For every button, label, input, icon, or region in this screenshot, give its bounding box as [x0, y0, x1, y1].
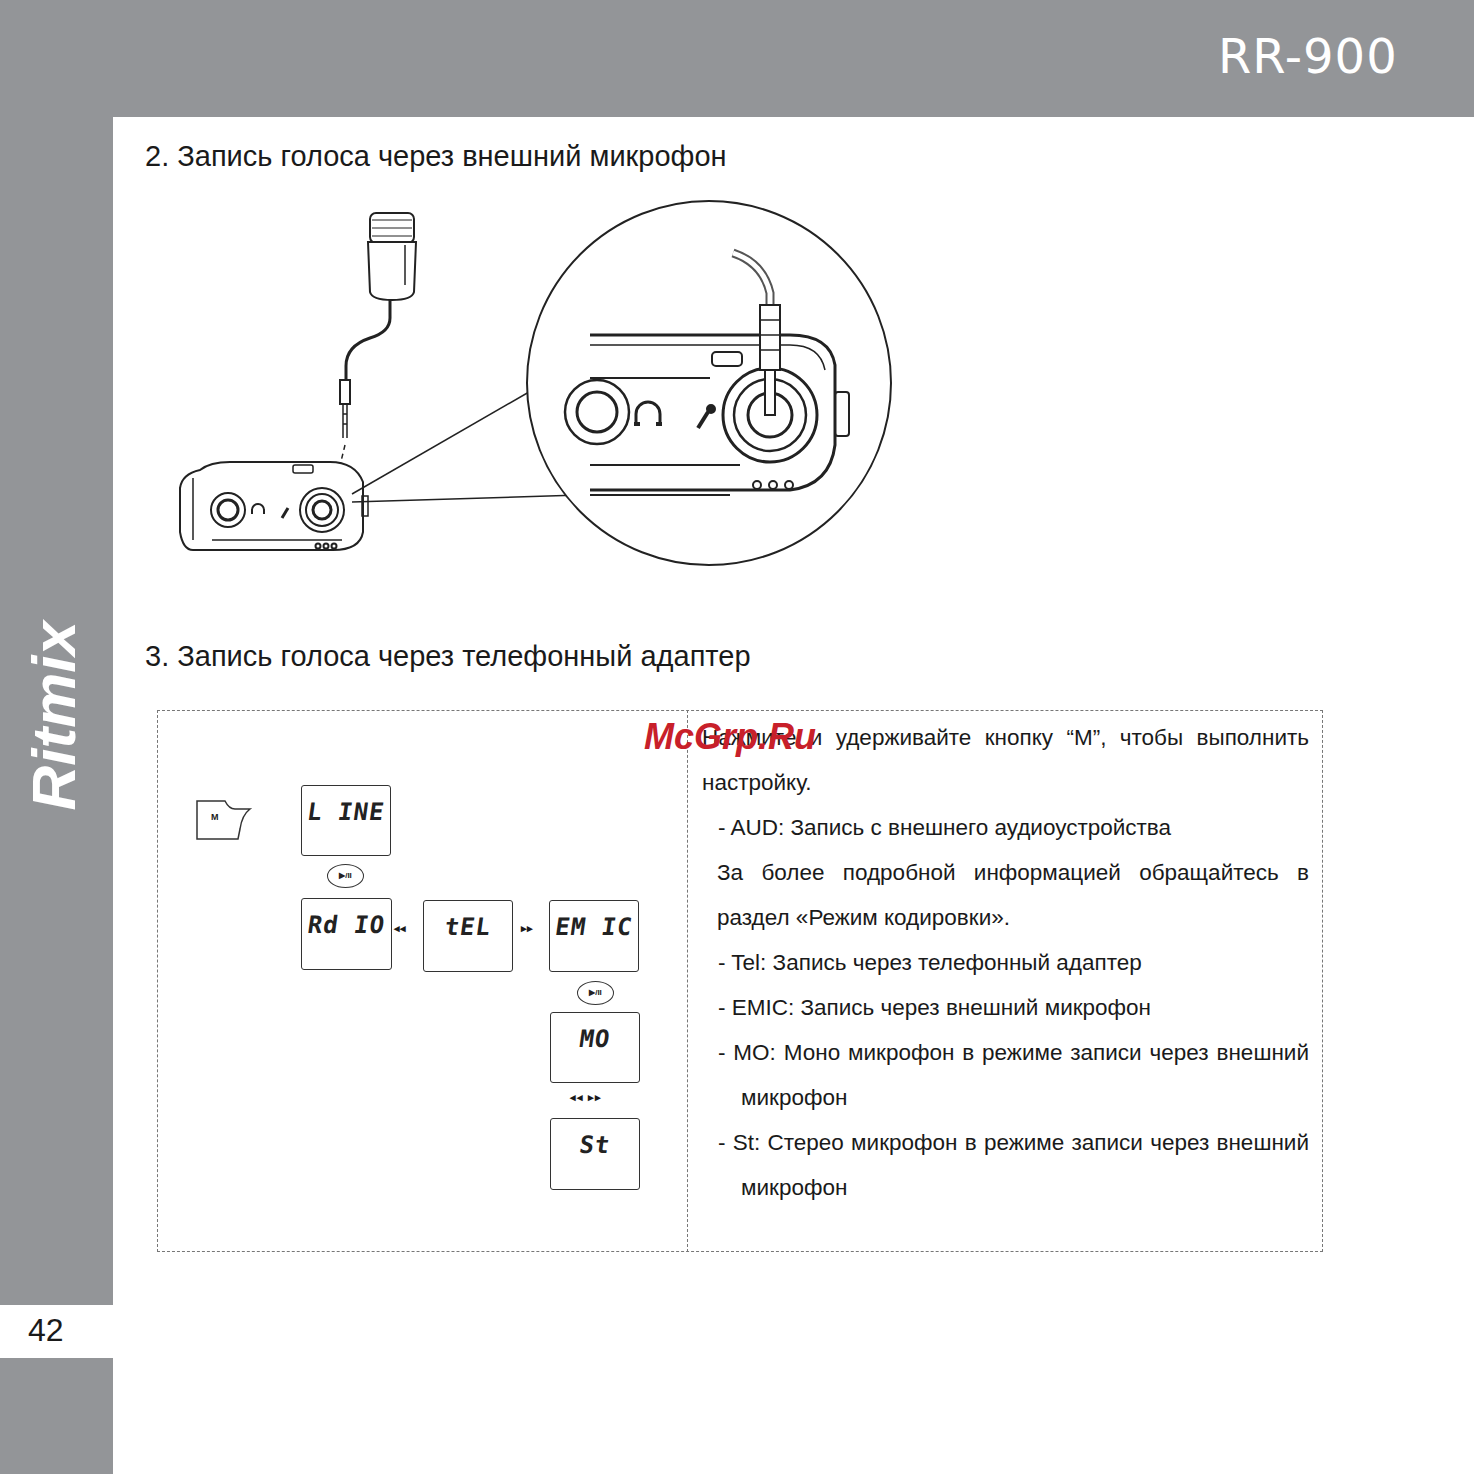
- mic-grille: [370, 213, 414, 243]
- lcd-screen: L INE: [301, 785, 391, 856]
- lcd-screen: Rd IO: [301, 898, 392, 970]
- mic-body: [368, 242, 416, 300]
- section-heading: 3. Запись голоса через телефонный адапте…: [145, 640, 751, 673]
- setting-text: За более подробной информацией обращайте…: [702, 850, 1309, 940]
- node-text: ▶/II: [328, 865, 363, 886]
- node-text: EM IC: [548, 913, 640, 941]
- zoom-circle: [527, 201, 891, 565]
- node-text: M: [211, 812, 219, 822]
- m-button: M: [196, 800, 250, 838]
- setting-text: - St: Стерео микрофон в режиме записи че…: [702, 1120, 1309, 1210]
- model-name: RR-900: [1218, 28, 1398, 84]
- arrow-symbol: ◂◂: [394, 922, 406, 935]
- node-text: tEL: [422, 913, 514, 941]
- node-text: Rd IO: [300, 911, 393, 939]
- setting-text: - MO: Моно микрофон в режиме записи чере…: [702, 1030, 1309, 1120]
- lcd-screen: MO: [550, 1012, 640, 1083]
- node-text: MO: [549, 1025, 641, 1053]
- arrow-symbol: ◂◂ ▸▸: [570, 1091, 602, 1104]
- lcd-screen: tEL: [423, 900, 513, 972]
- setting-text: - EMIC: Запись через внешний микрофон: [702, 985, 1309, 1030]
- arrow-symbol: ▸▸: [521, 922, 533, 935]
- setting-text: - AUD: Запись с внешнего аудиоустройства: [702, 805, 1309, 850]
- settings-text-column: Нажмите и удерживайте кнопку “M”, чтобы …: [702, 715, 1309, 1210]
- table-divider: [687, 710, 688, 1252]
- node-text: ▶/II: [578, 982, 613, 1003]
- node-text: L INE: [300, 798, 392, 826]
- page-number: 42: [28, 1312, 64, 1349]
- lcd-screen: St: [550, 1118, 640, 1190]
- play-button: ▶/II: [577, 981, 614, 1005]
- brand-logo: Ritmix: [18, 661, 89, 811]
- lcd-screen: EM IC: [549, 900, 639, 972]
- node-text: St: [549, 1131, 641, 1159]
- play-button: ▶/II: [327, 864, 364, 888]
- watermark: McGrp.Ru: [644, 716, 816, 758]
- section-heading: 2. Запись голоса через внешний микрофон: [145, 140, 727, 173]
- recorder-body: [180, 462, 363, 550]
- setting-text: - Tel: Запись через телефонный адаптер: [702, 940, 1309, 985]
- m-button-outline: [197, 801, 250, 839]
